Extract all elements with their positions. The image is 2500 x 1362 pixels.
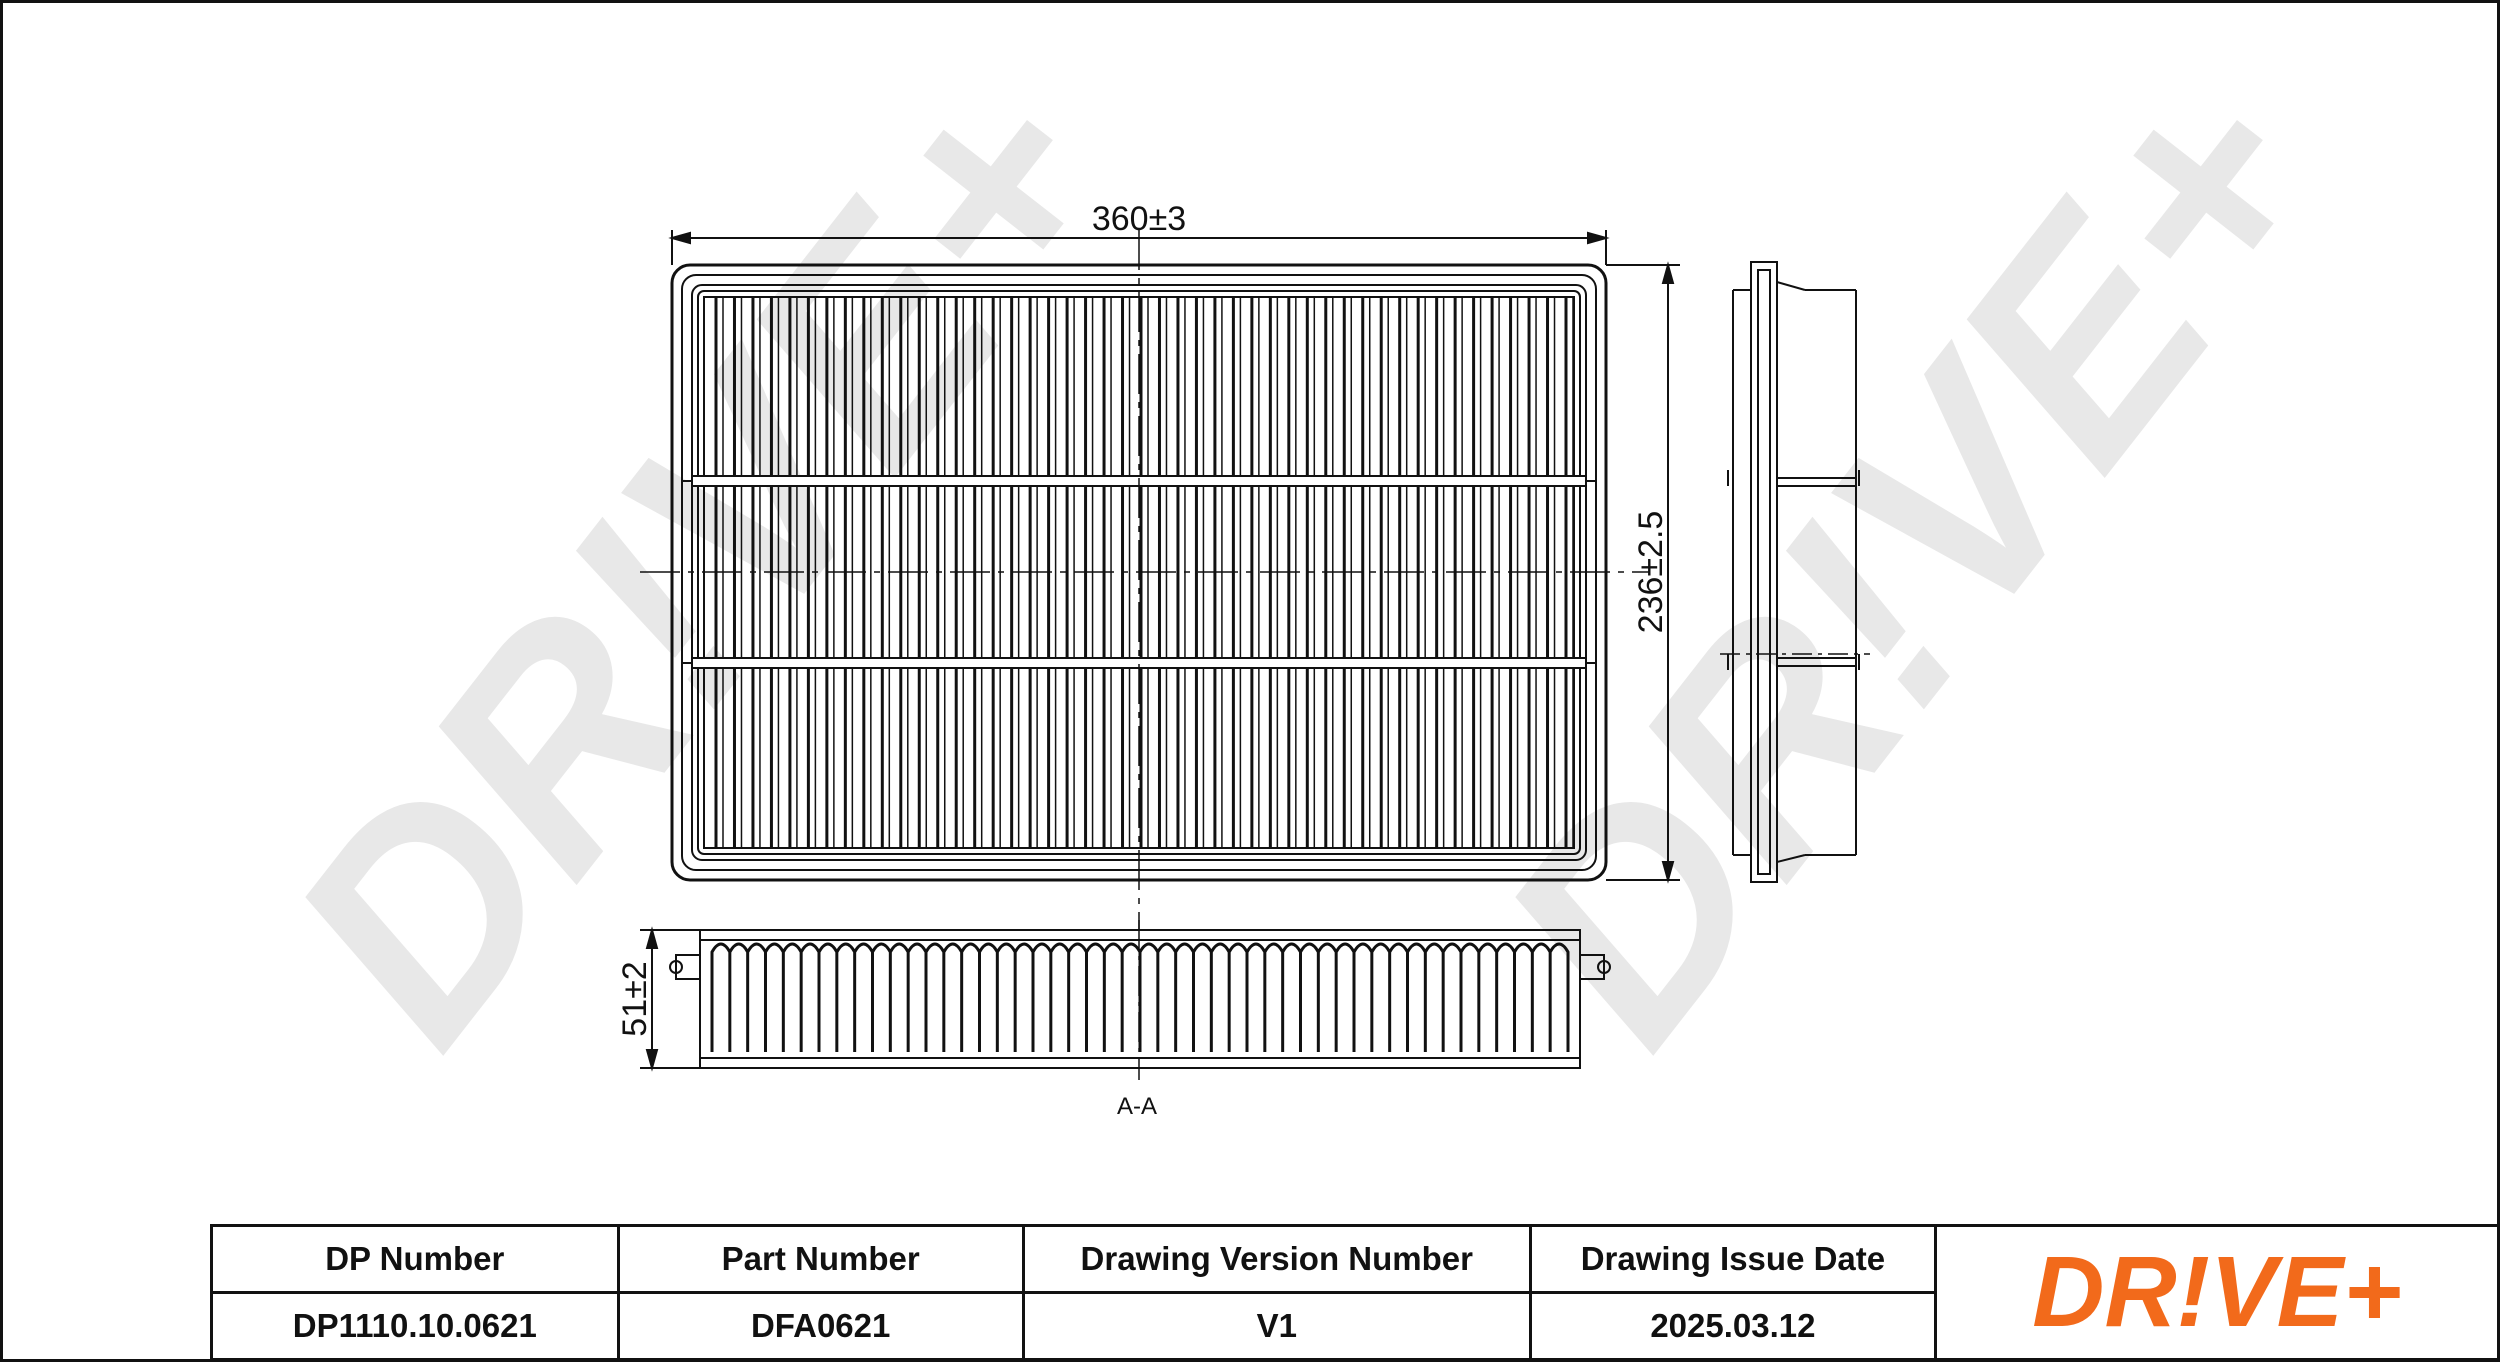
dimension-depth xyxy=(640,926,700,1072)
value-dp-number: DP1110.10.0621 xyxy=(210,1291,620,1361)
drive-logo: DR!VE+ xyxy=(2032,1238,2402,1348)
value-drawing-version: V1 xyxy=(1021,1291,1532,1361)
drive-logo-text: DR!VE+ xyxy=(2032,1238,2402,1348)
watermark-right: DR!VE+ xyxy=(1436,19,2383,1099)
filter-section-view xyxy=(669,920,1611,1080)
dimension-width xyxy=(668,230,1610,265)
value-part-number: DFA0621 xyxy=(616,1291,1025,1361)
section-label: A-A xyxy=(1117,1093,1157,1120)
dimension-height xyxy=(1606,261,1680,884)
watermark-group: DR!VE+ DR!VE+ xyxy=(226,19,2383,1099)
title-block: DP Number Part Number Drawing Version Nu… xyxy=(210,1224,2500,1361)
header-part-number: Part Number xyxy=(616,1224,1025,1294)
dimension-width-label: 360±3 xyxy=(1092,200,1186,238)
title-block-header-row: DP Number Part Number Drawing Version Nu… xyxy=(210,1224,2500,1361)
filter-top-view xyxy=(640,230,1650,930)
pleat-wave xyxy=(710,942,1570,1052)
brand-logo-cell: DR!VE+ xyxy=(1934,1224,2500,1361)
value-issue-date: 2025.03.12 xyxy=(1528,1291,1938,1361)
filter-side-view xyxy=(1720,261,1870,883)
pleat-lines-top xyxy=(714,297,1574,848)
dimension-depth-label: 51±2 xyxy=(616,961,654,1036)
header-dp-number: DP Number xyxy=(210,1224,620,1294)
dimension-height-label: 236±2.5 xyxy=(1632,511,1670,634)
header-issue-date: Drawing Issue Date xyxy=(1528,1224,1938,1294)
header-drawing-version: Drawing Version Number xyxy=(1021,1224,1532,1294)
title-block-value-row: DP1110.10.0621 DFA0621 V1 2025.03.12 xyxy=(210,1291,2499,1361)
